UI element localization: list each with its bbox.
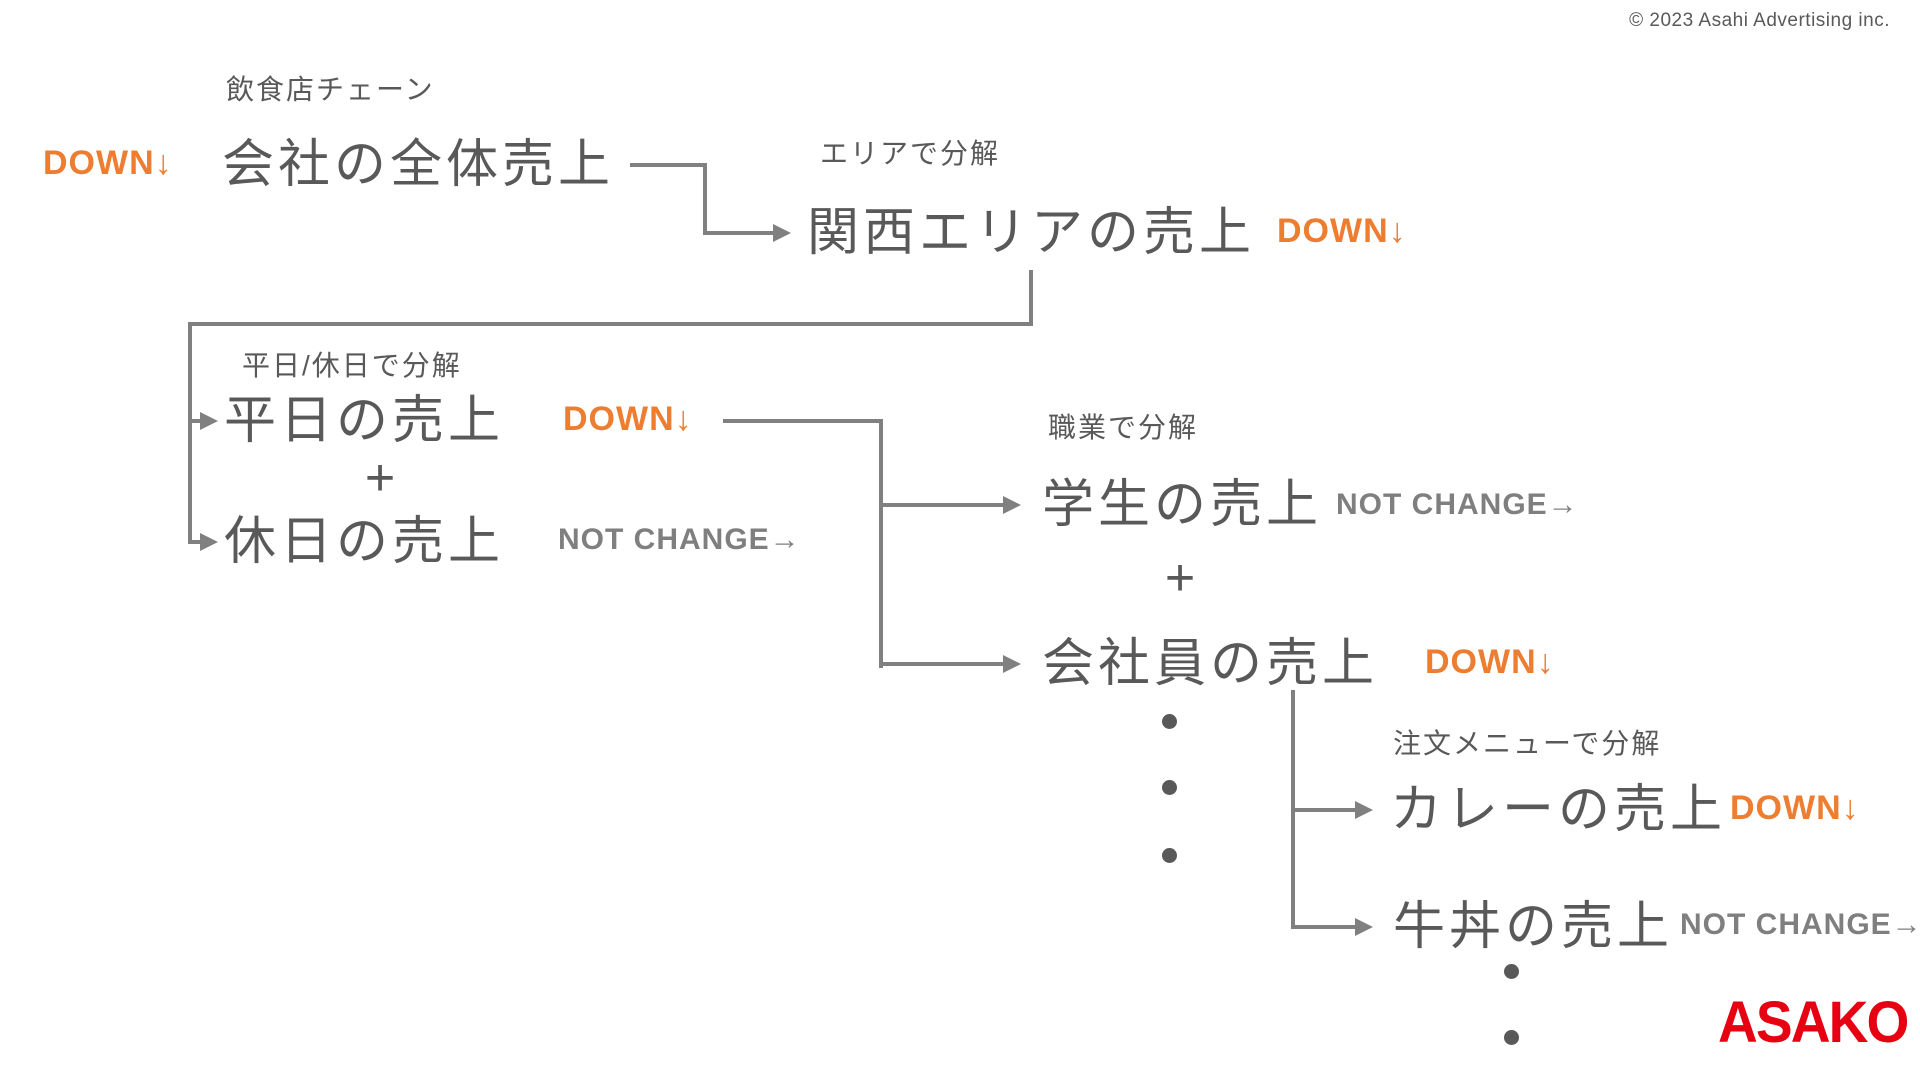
status-student-not-change: NOT CHANGE→ xyxy=(1336,488,1579,521)
arrow-right-icon xyxy=(1355,801,1373,819)
node-weekday-sales: 平日の売上 xyxy=(224,392,505,450)
status-weekday-down: DOWN↓ xyxy=(563,400,693,438)
plus-sign: + xyxy=(1164,549,1196,607)
connector-weekday-h xyxy=(723,419,883,423)
split-label-menu: 注文メニューで分解 xyxy=(1393,728,1662,759)
status-kansai-down: DOWN↓ xyxy=(1277,212,1407,250)
connector-area-v2 xyxy=(188,322,192,544)
arrow-right-icon xyxy=(200,533,218,551)
connector-root-h2 xyxy=(703,231,775,235)
connector-root-v xyxy=(703,163,707,233)
status-curry-down: DOWN↓ xyxy=(1730,789,1860,827)
status-gyudon-not-change: NOT CHANGE→ xyxy=(1680,908,1920,941)
plus-sign: + xyxy=(364,449,396,507)
ellipsis-dot xyxy=(1162,848,1177,863)
asako-logo: ASAKO xyxy=(1718,990,1909,1055)
connector-root-h1 xyxy=(630,163,706,167)
arrow-right-icon xyxy=(1355,918,1373,936)
split-label-occupation: 職業で分解 xyxy=(1048,412,1199,443)
node-student-sales: 学生の売上 xyxy=(1042,476,1323,534)
ellipsis-dot xyxy=(1162,780,1177,795)
split-label-area: エリアで分解 xyxy=(820,138,1001,169)
status-worker-down: DOWN↓ xyxy=(1425,643,1555,681)
connector-weekday-v xyxy=(879,419,883,668)
context-label-restaurant-chain: 飲食店チェーン xyxy=(226,74,435,105)
arrow-right-icon xyxy=(773,224,791,242)
arrow-right-icon xyxy=(1003,655,1021,673)
copyright-text: © 2023 Asahi Advertising inc. xyxy=(1629,10,1890,31)
node-worker-sales: 会社員の売上 xyxy=(1042,635,1379,693)
connector-weekday-branch xyxy=(188,419,202,423)
split-label-daytype: 平日/休日で分解 xyxy=(242,350,462,381)
status-total-sales-down: DOWN↓ xyxy=(43,144,173,182)
node-gyudon-sales: 牛丼の売上 xyxy=(1393,898,1674,956)
connector-gyudon-branch xyxy=(1291,925,1357,929)
connector-area-v1 xyxy=(1029,270,1033,326)
arrow-right-icon xyxy=(200,412,218,430)
connector-curry-branch xyxy=(1291,808,1357,812)
connector-worker-branch xyxy=(879,662,1005,666)
connector-student-branch xyxy=(879,503,1005,507)
node-total-sales: 会社の全体売上 xyxy=(222,136,615,194)
node-kansai-sales: 関西エリアの売上 xyxy=(807,204,1256,262)
connector-area-hlong xyxy=(188,322,1033,326)
ellipsis-dot xyxy=(1162,714,1177,729)
node-curry-sales: カレーの売上 xyxy=(1390,781,1727,839)
status-holiday-not-change: NOT CHANGE→ xyxy=(558,523,801,556)
ellipsis-dot xyxy=(1504,964,1519,979)
node-holiday-sales: 休日の売上 xyxy=(224,513,505,571)
ellipsis-dot xyxy=(1504,1030,1519,1045)
connector-holiday-branch xyxy=(188,540,202,544)
arrow-right-icon xyxy=(1003,496,1021,514)
